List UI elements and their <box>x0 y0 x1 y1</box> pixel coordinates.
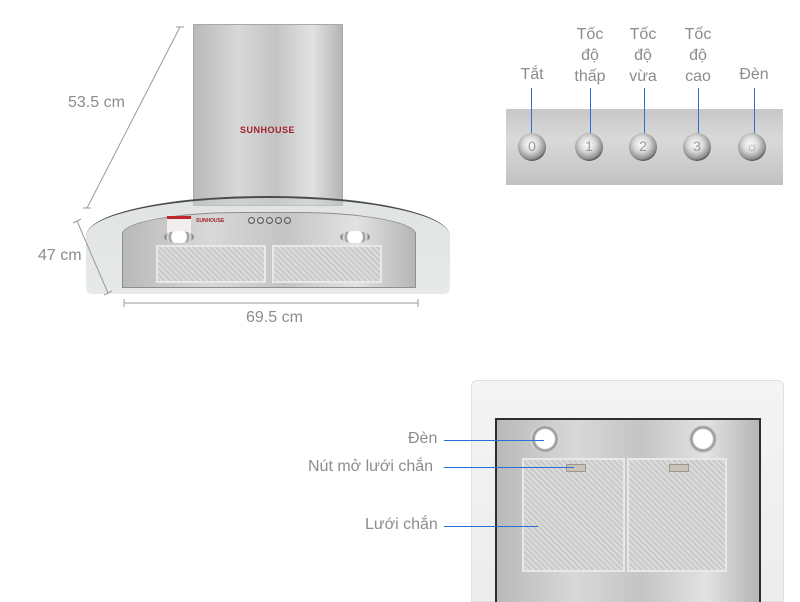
knob-off: 0 <box>518 133 546 161</box>
underside-lamp-right <box>688 425 718 453</box>
filter-release-tab-right <box>669 464 689 472</box>
button-label-light: Đèn <box>739 66 769 83</box>
callout-line-lamp <box>444 440 544 441</box>
underside-lamp-left <box>530 425 560 453</box>
hood-filter-right <box>272 245 382 283</box>
button-label-off: Tắt <box>520 66 544 83</box>
callout-line-filter-release <box>444 467 574 468</box>
knob-high-speed: 3 <box>683 133 711 161</box>
brand-logo: SUNHOUSE <box>240 125 296 135</box>
dimension-lines <box>72 26 419 307</box>
hood-control-buttons <box>248 217 291 224</box>
leader-line-off <box>531 88 532 143</box>
underside-filter-left <box>522 458 625 572</box>
button-label-low-speed: Tốc độ thấp <box>574 26 606 85</box>
leader-line-medium <box>644 88 645 143</box>
button-label-medium-speed: Tốc độ vừa <box>629 26 657 85</box>
leader-line-light <box>754 88 755 143</box>
knob-low-speed: 1 <box>575 133 603 161</box>
height-dimension-label: 53.5 cm <box>68 94 125 111</box>
knob-light: ☼ <box>738 133 766 161</box>
hood-lamp-left <box>164 231 194 243</box>
callout-label-filter-release: Nút mở lưới chắn <box>308 458 434 475</box>
button-label-high-speed: Tốc độ cao <box>684 26 712 85</box>
callout-label-lamp: Đèn <box>408 430 438 447</box>
hood-lamp-right <box>340 231 370 243</box>
hood-brand-small: SUNHOUSE <box>196 218 225 224</box>
leader-line-low <box>590 88 591 143</box>
width-dimension-label: 69.5 cm <box>246 309 303 326</box>
filter-release-tab-left <box>566 464 586 472</box>
hood-filter-left <box>156 245 266 283</box>
callout-label-filter: Lưới chắn <box>365 516 438 533</box>
depth-dimension-label: 47 cm <box>38 247 82 264</box>
underside-filter-right <box>627 458 727 572</box>
leader-line-high <box>698 88 699 143</box>
callout-line-filter <box>444 526 538 527</box>
knob-medium-speed: 2 <box>629 133 657 161</box>
hood-chimney <box>193 24 343 206</box>
